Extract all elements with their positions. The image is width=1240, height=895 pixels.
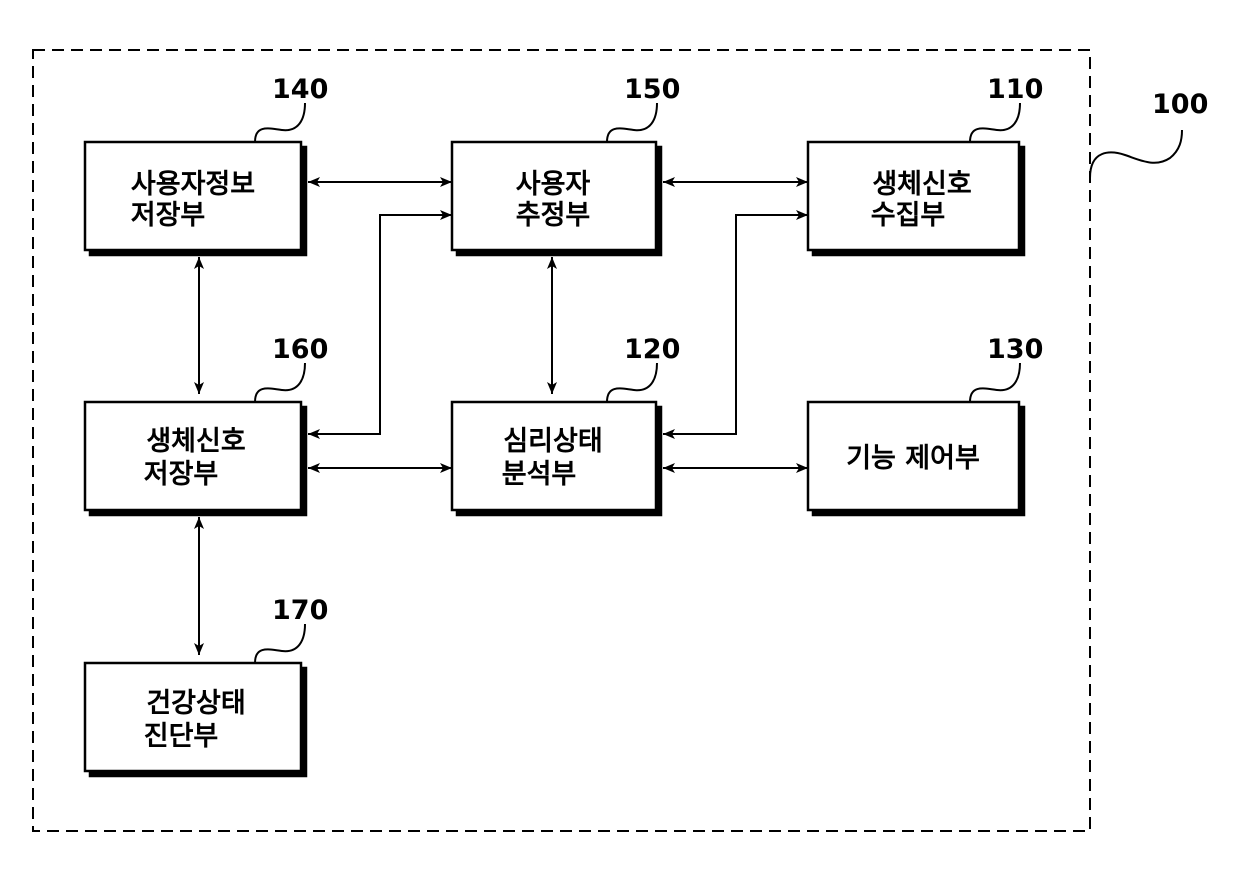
block-psych-state-analysis: 심리상태 분석부	[452, 402, 656, 510]
block-user-info-storage: 사용자정보 저장부	[85, 142, 301, 250]
ref-leader-170	[255, 624, 305, 663]
ref-label-150: 150	[624, 74, 680, 105]
block-label-line1: 기능 제어부	[846, 443, 980, 474]
block-biosignal-collection: 생체신호 수집부	[808, 142, 1019, 250]
system-ref-label: 100	[1152, 89, 1208, 120]
ref-label-160: 160	[272, 334, 328, 365]
ref-label-110: 110	[987, 74, 1043, 105]
block-label-line2: 분석부	[502, 459, 577, 490]
connector-110-120	[663, 215, 808, 434]
block-label-line1: 사용자정보	[131, 169, 255, 200]
ref-label-120: 120	[624, 334, 680, 365]
block-label-line2: 수집부	[871, 200, 946, 231]
block-biosignal-storage: 생체신호 저장부	[85, 402, 301, 510]
ref-leader-120	[607, 363, 657, 402]
system-ref-leader	[1090, 130, 1182, 178]
block-label-line1: 생체신호	[146, 426, 245, 457]
block-label-line1: 사용자	[516, 169, 591, 200]
block-label-line1: 건강상태	[146, 688, 245, 719]
block-label-line2: 추정부	[516, 200, 591, 231]
block-label-line2: 저장부	[144, 459, 219, 490]
block-user-estimation: 사용자 추정부	[452, 142, 656, 250]
ref-leader-140	[255, 103, 305, 142]
block-label-line2: 진단부	[144, 721, 219, 752]
ref-label-140: 140	[272, 74, 328, 105]
ref-leader-150	[607, 103, 657, 142]
ref-label-130: 130	[987, 334, 1043, 365]
block-label-line1: 심리상태	[503, 426, 602, 457]
block-label-line2: 저장부	[131, 200, 206, 231]
block-label-line1: 생체신호	[872, 169, 971, 200]
ref-label-170: 170	[272, 595, 328, 626]
ref-leader-130	[970, 363, 1020, 402]
ref-leader-160	[255, 363, 305, 402]
block-function-control: 기능 제어부	[808, 402, 1019, 510]
ref-leader-110	[970, 103, 1020, 142]
connector-150-160	[308, 215, 452, 434]
block-health-diagnosis: 건강상태 진단부	[85, 663, 301, 771]
